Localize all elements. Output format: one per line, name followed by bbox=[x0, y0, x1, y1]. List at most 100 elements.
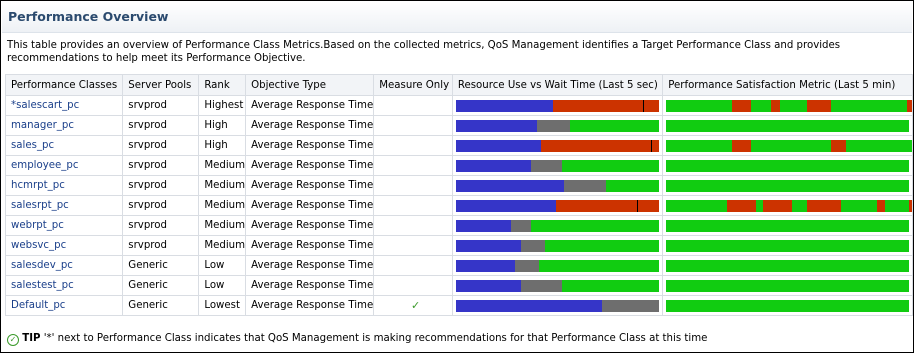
resource-use-bar bbox=[455, 299, 660, 312]
column-header-performance-classes[interactable]: Performance Classes bbox=[4, 74, 124, 96]
check-icon: ✓ bbox=[410, 299, 421, 312]
resource-use-cell bbox=[451, 235, 664, 256]
rank-cell: Lowest bbox=[198, 295, 247, 316]
bar-segment bbox=[666, 119, 909, 132]
server-pool-cell: srvprod bbox=[122, 95, 200, 116]
column-header-measure-only[interactable]: Measure Only bbox=[373, 74, 453, 96]
rank-cell: Medium bbox=[198, 215, 247, 236]
resource-use-bar bbox=[455, 239, 660, 252]
bar-segment bbox=[531, 159, 562, 172]
performance-class-link[interactable]: Default_pc bbox=[4, 295, 124, 316]
satisfaction-bar bbox=[666, 259, 909, 272]
bar-segment bbox=[455, 259, 515, 272]
bar-segment bbox=[455, 299, 603, 312]
server-pool-cell: srvprod bbox=[122, 195, 200, 216]
performance-class-link[interactable]: manager_pc bbox=[4, 115, 124, 136]
performance-class-link[interactable]: employee_pc bbox=[4, 155, 124, 176]
objective-type-cell: Average Response Time bbox=[245, 155, 375, 176]
resource-use-cell bbox=[451, 175, 664, 196]
performance-class-link[interactable]: webrpt_pc bbox=[4, 215, 124, 236]
satisfaction-bar bbox=[666, 279, 909, 292]
bar-segment bbox=[731, 99, 752, 112]
measure-only-cell bbox=[373, 175, 453, 196]
performance-class-link[interactable]: websvc_pc bbox=[4, 235, 124, 256]
server-pool-cell: srvprod bbox=[122, 235, 200, 256]
satisfaction-cell bbox=[662, 195, 913, 216]
measure-only-cell bbox=[373, 115, 453, 136]
satisfaction-bar bbox=[666, 139, 912, 152]
column-header-resource-use[interactable]: Resource Use vs Wait Time (Last 5 sec) bbox=[451, 74, 664, 96]
objective-type-cell: Average Response Time bbox=[245, 115, 375, 136]
bar-segment bbox=[666, 219, 909, 232]
bar-segment bbox=[666, 99, 732, 112]
bar-segment bbox=[831, 99, 907, 112]
resource-use-bar bbox=[455, 219, 660, 232]
bar-segment bbox=[909, 199, 912, 212]
resource-use-bar bbox=[455, 99, 660, 112]
bar-segment bbox=[455, 159, 532, 172]
resource-use-bar bbox=[455, 259, 660, 272]
server-pool-cell: srvprod bbox=[122, 215, 200, 236]
satisfaction-bar bbox=[666, 99, 912, 112]
bar-segment bbox=[561, 159, 660, 172]
performance-class-link[interactable]: sales_pc bbox=[4, 135, 124, 156]
performance-class-link[interactable]: salesdev_pc bbox=[4, 255, 124, 276]
performance-class-link[interactable]: *salescart_pc bbox=[4, 95, 124, 116]
rank-cell: Medium bbox=[198, 155, 247, 176]
rank-cell: Highest bbox=[198, 95, 247, 116]
satisfaction-bar bbox=[666, 219, 909, 232]
satisfaction-cell bbox=[662, 95, 913, 116]
panel-header: Performance Overview bbox=[2, 2, 912, 33]
bar-segment bbox=[555, 199, 660, 212]
bar-segment bbox=[845, 139, 912, 152]
page-title: Performance Overview bbox=[8, 9, 169, 24]
column-header-satisfaction-metric[interactable]: Performance Satisfaction Metric (Last 5 … bbox=[662, 74, 913, 96]
column-header-objective-type[interactable]: Objective Type bbox=[245, 74, 375, 96]
performance-class-table: Performance Classes Server Pools Rank Ob… bbox=[4, 74, 913, 316]
objective-type-cell: Average Response Time bbox=[245, 255, 375, 276]
column-header-rank[interactable]: Rank bbox=[198, 74, 247, 96]
satisfaction-bar bbox=[666, 239, 909, 252]
bar-segment bbox=[666, 299, 909, 312]
objective-type-cell: Average Response Time bbox=[245, 95, 375, 116]
column-header-server-pools[interactable]: Server Pools bbox=[122, 74, 200, 96]
bar-segment bbox=[455, 239, 521, 252]
satisfaction-cell bbox=[662, 135, 913, 156]
objective-type-cell: Average Response Time bbox=[245, 295, 375, 316]
bar-segment bbox=[606, 179, 660, 192]
satisfaction-bar bbox=[666, 179, 909, 192]
check-circle-icon: ✓ bbox=[7, 334, 19, 346]
tip-label: TIP bbox=[22, 333, 41, 344]
performance-class-link[interactable]: salestest_pc bbox=[4, 275, 124, 296]
performance-class-link[interactable]: hcmrpt_pc bbox=[4, 175, 124, 196]
bar-segment bbox=[751, 139, 832, 152]
measure-only-cell bbox=[373, 275, 453, 296]
resource-use-bar bbox=[455, 179, 660, 192]
measure-only-cell: ✓ bbox=[373, 295, 453, 316]
bar-segment bbox=[455, 279, 521, 292]
threshold-marker bbox=[642, 99, 644, 112]
bar-segment bbox=[541, 139, 660, 152]
bar-segment bbox=[666, 259, 909, 272]
bar-segment bbox=[514, 259, 540, 272]
description-text: This table provides an overview of Perfo… bbox=[7, 40, 841, 64]
bar-segment bbox=[561, 279, 660, 292]
bar-segment bbox=[756, 199, 764, 212]
performance-class-link[interactable]: salesrpt_pc bbox=[4, 195, 124, 216]
bar-segment bbox=[666, 179, 909, 192]
server-pool-cell: srvprod bbox=[122, 135, 200, 156]
resource-use-bar bbox=[455, 159, 660, 172]
satisfaction-bar bbox=[666, 119, 909, 132]
satisfaction-cell bbox=[662, 275, 913, 296]
rank-cell: Medium bbox=[198, 195, 247, 216]
satisfaction-bar bbox=[666, 159, 909, 172]
bar-segment bbox=[455, 219, 511, 232]
